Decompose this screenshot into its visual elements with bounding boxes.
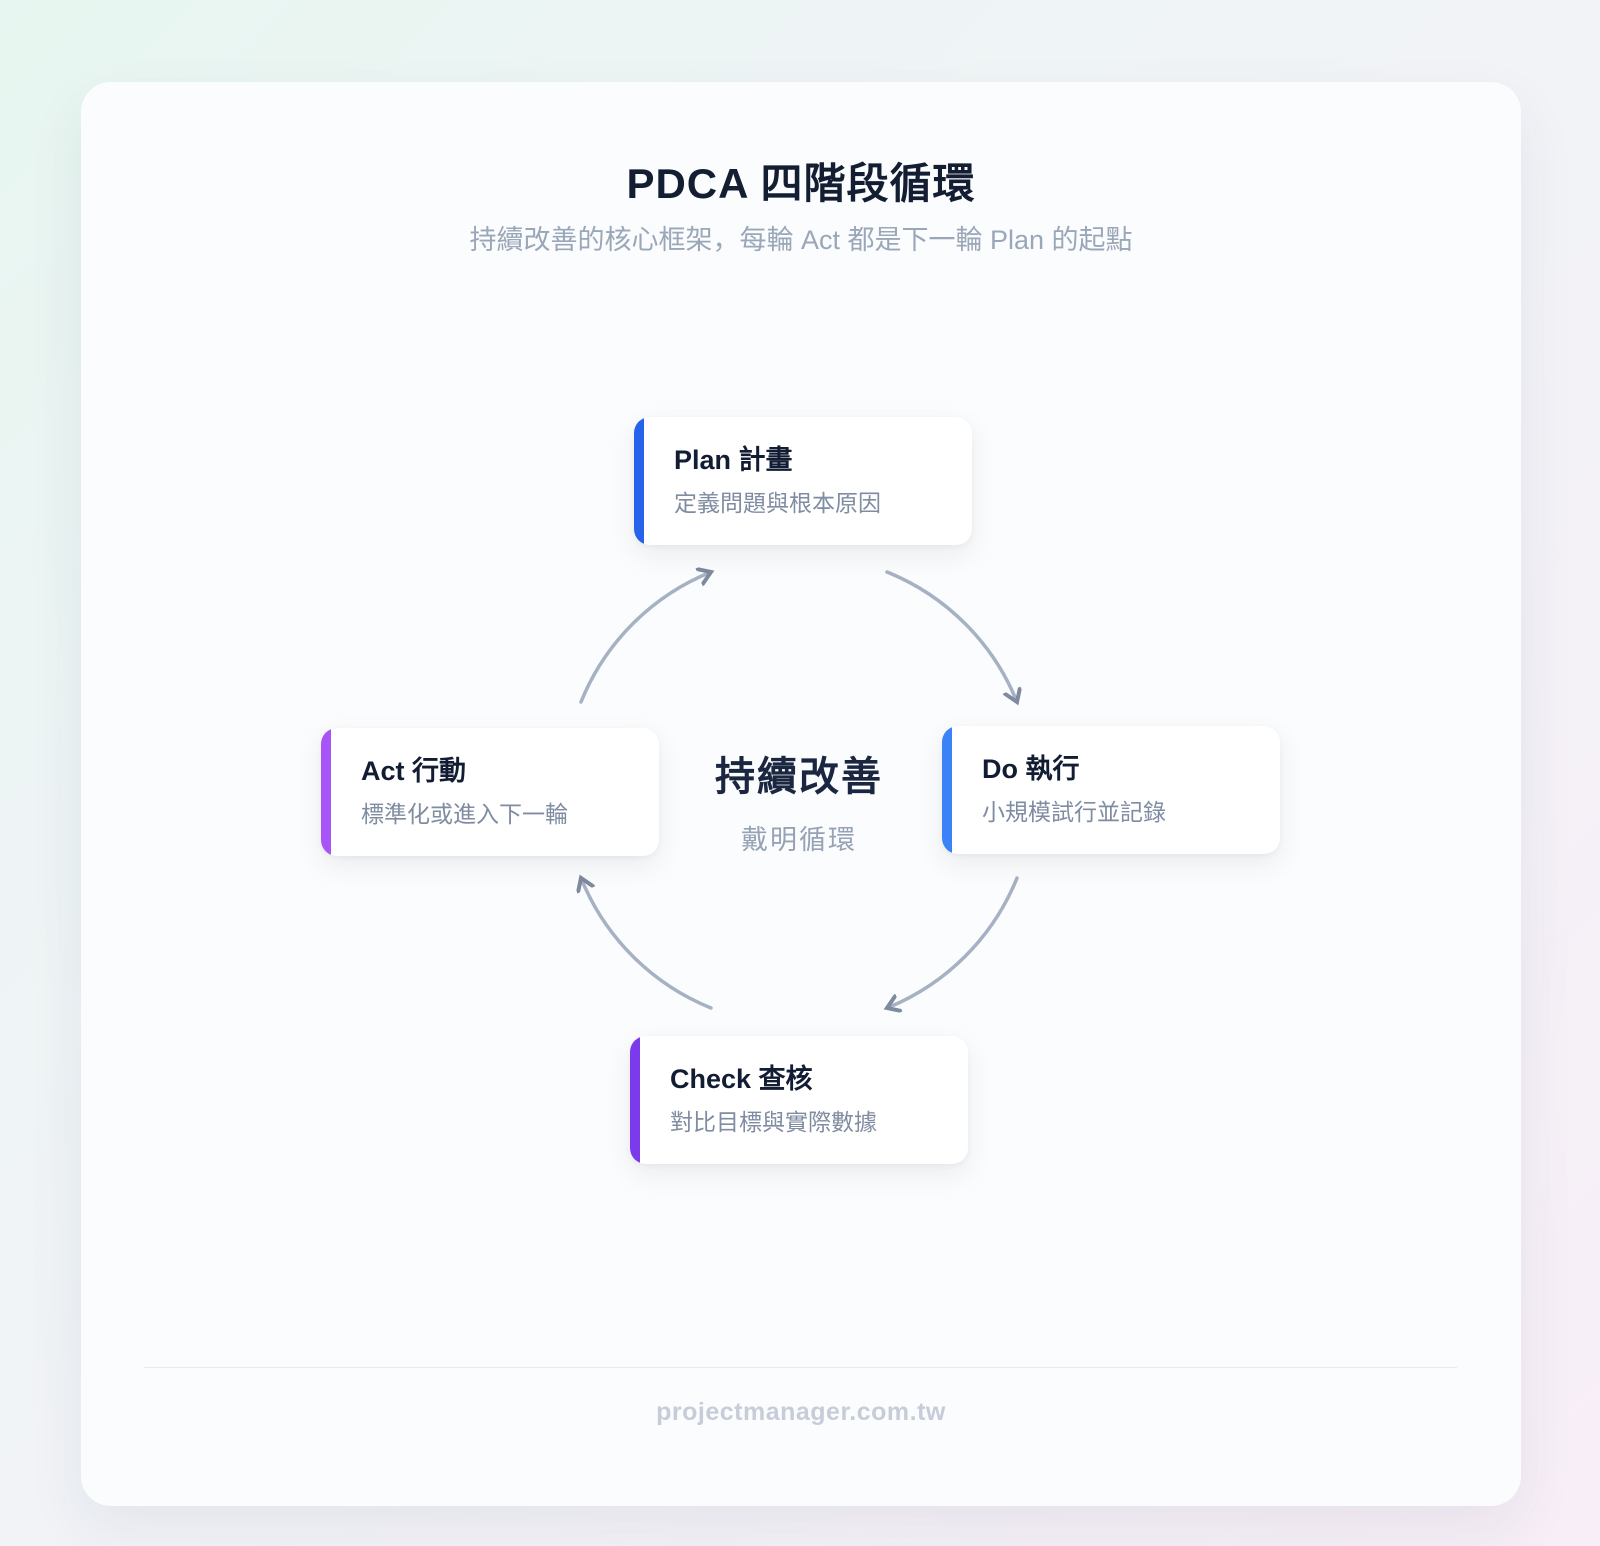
accent-bar-do — [942, 726, 952, 854]
stage-title-do: Do 執行 — [982, 754, 1080, 784]
stage-card-plan: Plan 計畫 定義問題與根本原因 — [634, 417, 972, 545]
stage-card-do: Do 執行 小規模試行並記錄 — [942, 726, 1280, 854]
footer-site-text: projectmanager.com.tw — [656, 1398, 946, 1426]
cycle-center-title: 持續改善 — [715, 755, 883, 799]
cycle-center-subtitle: 戴明循環 — [741, 825, 857, 855]
stage-title-act: Act 行動 — [361, 756, 467, 786]
infographic-panel: PDCA 四階段循環 持續改善的核心框架，每輪 Act 都是下一輪 Plan 的… — [81, 82, 1521, 1506]
accent-bar-act — [321, 728, 331, 856]
stage-card-act: Act 行動 標準化或進入下一輪 — [321, 728, 659, 856]
arrow-check-to-act — [581, 878, 713, 1010]
stage-title-check: Check 查核 — [670, 1064, 813, 1094]
stage-card-check: Check 查核 對比目標與實際數據 — [630, 1036, 968, 1164]
arrow-act-to-plan — [579, 572, 711, 704]
accent-bar-plan — [634, 417, 644, 545]
cycle-center-label: 持續改善 戴明循環 — [649, 744, 949, 857]
page-title: PDCA 四階段循環 — [626, 160, 976, 207]
accent-bar-check — [630, 1036, 640, 1164]
arrow-plan-to-do — [885, 570, 1017, 702]
stage-desc-do: 小規模試行並記錄 — [982, 799, 1166, 826]
stage-title-plan: Plan 計畫 — [674, 445, 793, 475]
stage-desc-plan: 定義問題與根本原因 — [674, 490, 881, 517]
stage-desc-check: 對比目標與實際數據 — [670, 1109, 877, 1136]
stage-desc-act: 標準化或進入下一輪 — [361, 801, 568, 828]
pdca-cycle-diagram: Plan 計畫 定義問題與根本原因 Do 執行 小規模試行並記錄 Check 查… — [81, 82, 1521, 1506]
page-subtitle: 持續改善的核心框架，每輪 Act 都是下一輪 Plan 的起點 — [469, 225, 1133, 255]
arrow-do-to-check — [887, 876, 1019, 1008]
footer-divider — [144, 1367, 1457, 1368]
